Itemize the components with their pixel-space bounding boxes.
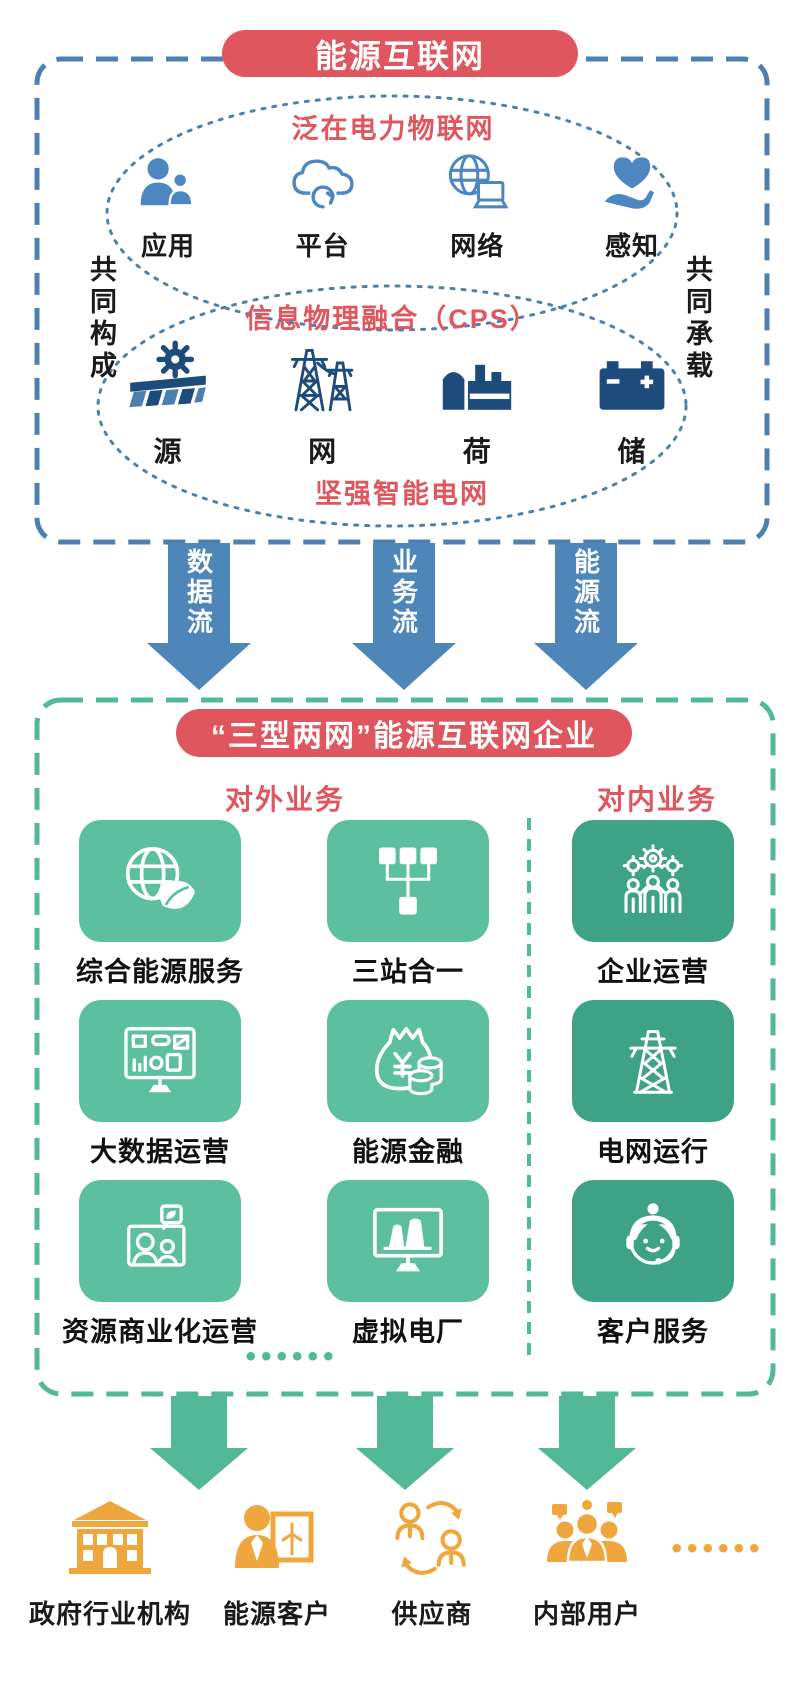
iot-item-label: 感知	[604, 231, 659, 261]
enterprise-banner-label: “三型两网”能源互联网企业	[211, 720, 597, 753]
iot-items: 应用 平台	[130, 146, 670, 263]
arrow-head	[147, 643, 251, 690]
iot-item-network: 网络	[439, 146, 515, 263]
tile-three-stations	[327, 820, 489, 942]
stakeholder-label: 内部用户	[532, 1599, 641, 1629]
supplier-icon	[395, 1501, 466, 1575]
heart-hand-icon	[604, 157, 655, 209]
iot-item-label: 应用	[140, 231, 195, 261]
arrow-head	[534, 643, 638, 690]
stakeholder-label: 政府行业机构	[28, 1599, 191, 1629]
data-flow-arrow: 数据流	[147, 543, 251, 690]
org-chart-icon	[378, 847, 438, 915]
left-side-label: 共同构成	[86, 255, 116, 383]
cps-item-grid: 网	[275, 336, 371, 470]
tile-label: 企业运营	[597, 957, 709, 987]
tile-label: 资源商业化运营	[62, 1317, 258, 1347]
cps-item-label: 网	[308, 436, 338, 467]
external-business-header: 对外业务	[224, 784, 345, 815]
power-tower-icon	[629, 1030, 677, 1094]
tile-enterprise-operation	[572, 820, 734, 942]
stakeholder-arrow	[356, 1396, 454, 1490]
tile-label: 虚拟电厂	[352, 1317, 464, 1347]
dashboard-icon	[124, 1027, 196, 1093]
tile-energy-finance	[327, 1000, 489, 1122]
tile-big-data-operation	[79, 1000, 241, 1122]
customer-service-icon	[626, 1203, 680, 1265]
video-conference-icon	[127, 1204, 186, 1267]
battery-icon	[599, 361, 665, 410]
arrow-head	[538, 1448, 636, 1490]
globe-computer-icon	[449, 154, 509, 209]
smart-grid-label: 坚强智能电网	[315, 479, 489, 509]
government-building-icon	[69, 1501, 151, 1574]
tile-resource-commercialization	[79, 1180, 241, 1302]
cps-title: 信息物理融合（CPS）	[245, 304, 539, 334]
iot-item-label: 网络	[450, 231, 505, 261]
transmission-towers-icon	[290, 348, 353, 412]
stakeholder-arrow	[150, 1396, 248, 1490]
iot-item-label: 平台	[295, 231, 350, 261]
internal-business-header: 对内业务	[596, 784, 717, 815]
arrow-head	[356, 1448, 454, 1490]
tile-integrated-energy-service	[79, 820, 241, 942]
tile-grid-operation	[572, 1000, 734, 1122]
cps-ellipse-border	[96, 284, 688, 528]
stakeholder-label: 能源客户	[222, 1599, 331, 1629]
more-stakeholders-ellipsis: ••••••	[671, 1532, 765, 1565]
iot-item-app: 应用	[130, 146, 206, 263]
energy-customer-icon	[235, 1505, 314, 1568]
cps-item-label: 源	[153, 436, 183, 467]
people-gears-icon	[622, 844, 684, 914]
cps-item-source: 源	[120, 336, 216, 470]
stakeholder-internal-users: 内部用户	[497, 1488, 677, 1631]
stakeholder-arrow	[538, 1396, 636, 1490]
cps-item-storage: 储	[584, 336, 680, 470]
tile-label: 电网运行	[597, 1137, 709, 1167]
users-icon	[140, 158, 194, 207]
tile-label: 综合能源服务	[76, 957, 244, 987]
cps-items: 源 网	[120, 336, 680, 470]
right-side-label: 共同承载	[682, 255, 712, 383]
iot-item-perception: 感知	[594, 146, 670, 263]
business-flow-label: 业务流	[388, 548, 419, 638]
cloud-platform-icon	[292, 159, 354, 209]
iot-item-platform: 平台	[285, 146, 361, 263]
stakeholder-government: 政府行业机构	[20, 1488, 200, 1631]
iot-ellipse-border	[105, 94, 679, 332]
iot-title: 泛在电力物联网	[291, 114, 495, 144]
tile-label: 客户服务	[597, 1317, 709, 1347]
cps-item-label: 储	[617, 436, 647, 467]
data-flow-label: 数据流	[183, 548, 214, 638]
virtual-plant-icon	[373, 1207, 443, 1272]
stakeholder-energy-customer: 能源客户	[187, 1488, 367, 1631]
enterprise-banner: “三型两网”能源互联网企业	[176, 709, 632, 757]
column-separator	[527, 818, 531, 1356]
arrow-head	[352, 643, 456, 690]
tile-label: 大数据运营	[90, 1137, 230, 1167]
power-plant-icon	[443, 364, 512, 410]
stakeholder-supplier: 供应商	[342, 1488, 522, 1631]
tile-virtual-power-plant	[327, 1180, 489, 1302]
cps-item-label: 荷	[462, 436, 492, 467]
top-banner: 能源互联网	[222, 30, 578, 77]
business-flow-arrow: 业务流	[352, 543, 456, 690]
money-bag-icon	[374, 1026, 443, 1096]
enterprise-box-border	[34, 697, 776, 1397]
tile-label: 能源金融	[352, 1137, 464, 1167]
tile-label: 三站合一	[352, 957, 464, 987]
top-banner-label: 能源互联网	[314, 37, 485, 74]
more-services-ellipsis: ••••••	[245, 1340, 339, 1373]
stakeholder-label: 供应商	[391, 1599, 473, 1629]
internal-users-icon	[547, 1500, 627, 1564]
globe-leaf-icon	[125, 846, 195, 909]
dam-gear-icon	[129, 340, 206, 408]
tile-customer-service	[572, 1180, 734, 1302]
energy-flow-arrow: 能源流	[534, 543, 638, 690]
cps-item-load: 荷	[429, 336, 525, 470]
energy-flow-label: 能源流	[570, 548, 601, 638]
arrow-head	[150, 1448, 248, 1490]
